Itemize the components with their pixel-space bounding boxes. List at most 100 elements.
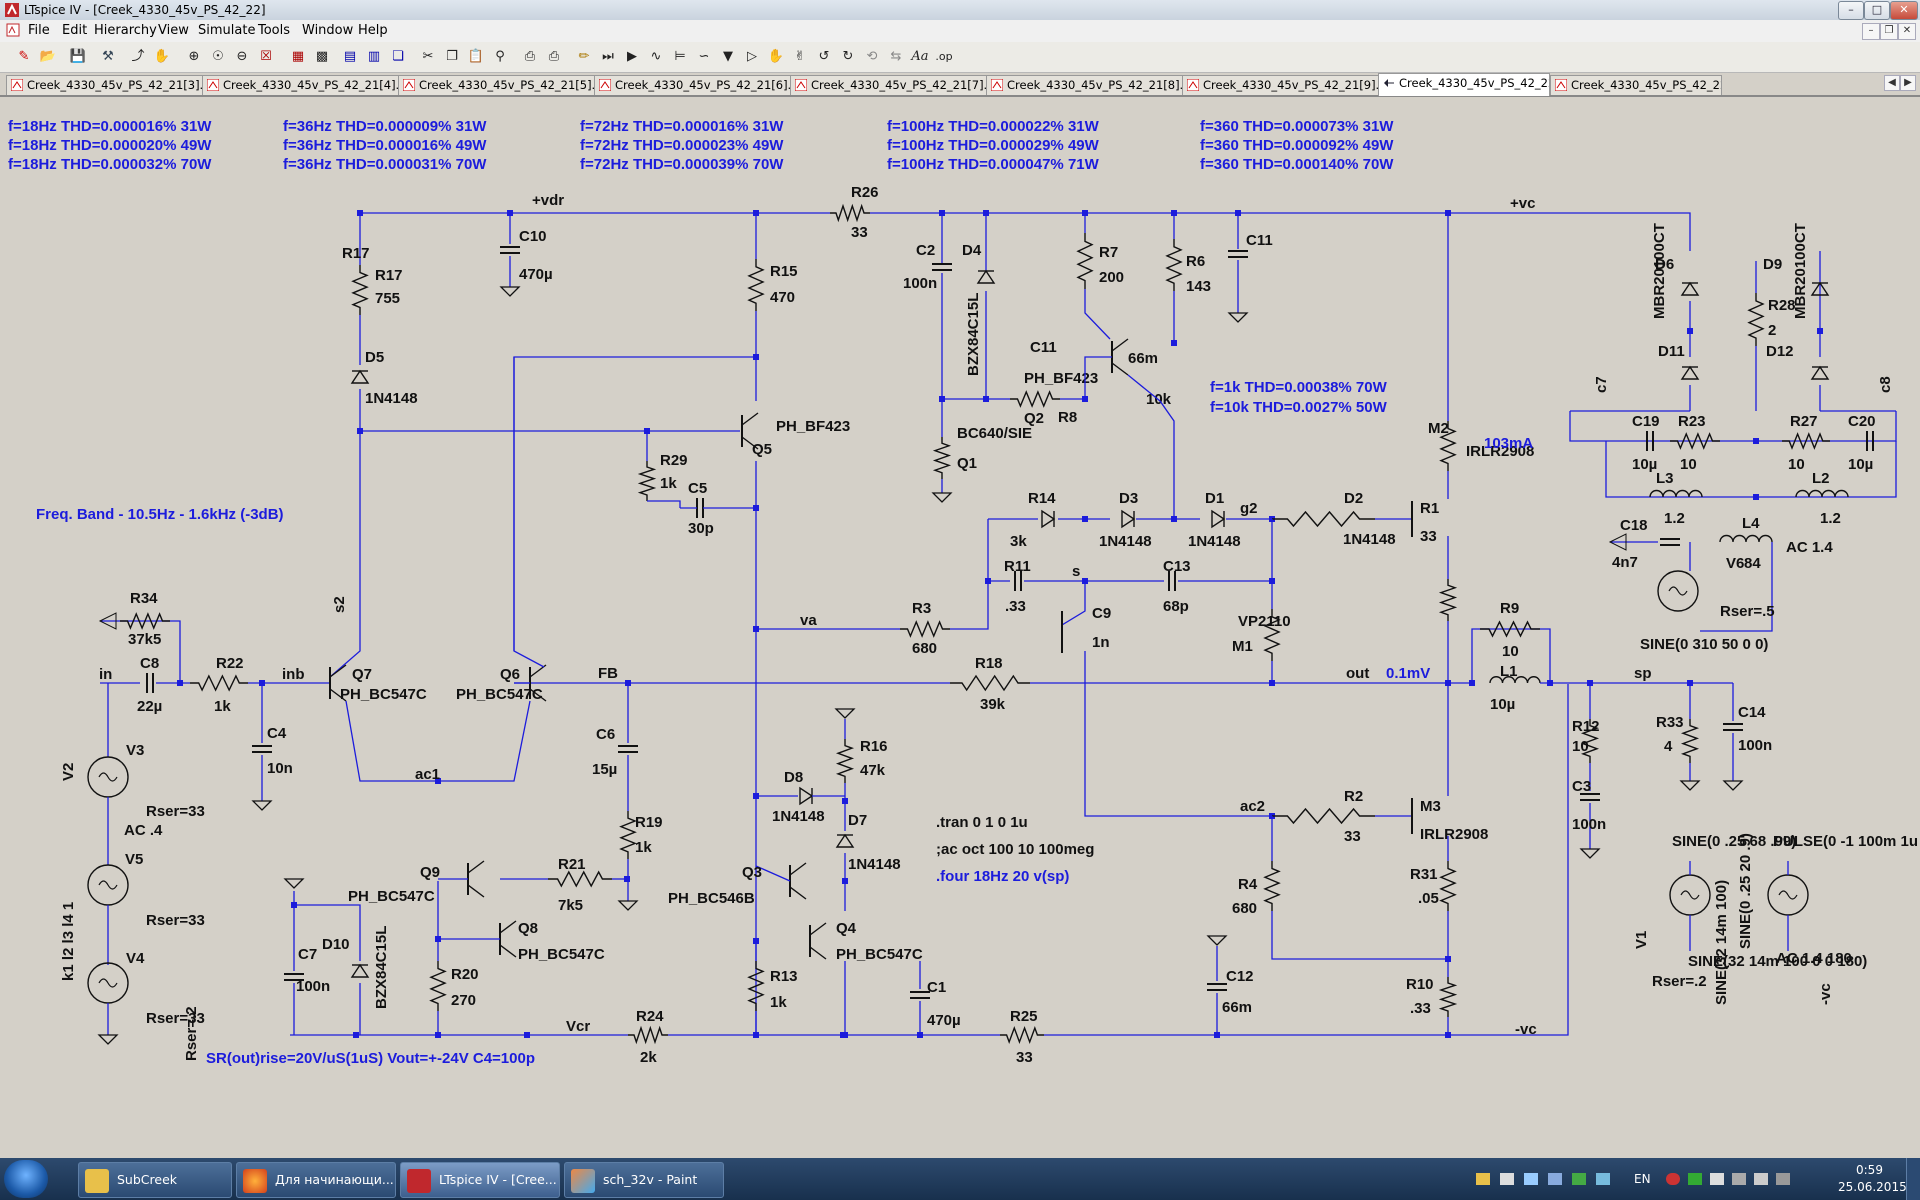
tray-folder-icon[interactable] [1476,1173,1490,1185]
paste-icon[interactable]: 📋 [467,49,485,64]
control-panel-icon[interactable]: ⚒ [102,49,114,64]
tab-scroll-left-button[interactable]: ◀ [1884,75,1900,91]
menu-view[interactable]: View [158,23,189,38]
inductor-icon[interactable]: ∽ [698,49,710,64]
tray-power-icon[interactable] [1776,1173,1790,1185]
capacitor-icon[interactable]: ⊨ [674,49,686,64]
grid-icon[interactable]: ▩ [315,49,329,64]
wire [647,500,681,508]
schematic-label: R13 [770,968,798,985]
drag-icon[interactable]: ✌ [794,49,806,64]
cascade-icon[interactable]: ❏ [392,49,404,64]
maximize-button[interactable]: □ [1864,1,1890,20]
copy-icon[interactable]: ❐ [446,49,458,64]
schematic-label: Rser=33 [146,803,205,820]
draw-wire-icon[interactable]: ✏ [578,49,590,64]
clock-date[interactable]: 25.06.2015 [1838,1180,1907,1194]
find-icon[interactable]: ⚲ [495,49,505,64]
move-icon[interactable]: ✋ [767,49,785,64]
mdi-minimize-button[interactable]: – [1862,23,1880,40]
run-icon[interactable]: ⤴ [131,49,145,64]
schematic-label: D5 [365,349,384,366]
junction [1753,494,1759,500]
undo-icon[interactable]: ↺ [818,49,830,64]
menu-edit[interactable]: Edit [62,23,88,38]
autorange-icon[interactable]: ▦ [291,49,305,64]
tile-vertical-icon[interactable]: ▥ [367,49,381,64]
menu-window[interactable]: Window [302,23,354,38]
save-icon[interactable]: 💾 [69,49,87,64]
tab-fft-9[interactable]: Creek_4330_45v_PS_42_21[9].fft [1182,75,1380,95]
tray-display-icon[interactable] [1524,1173,1538,1185]
tab-fft-4[interactable]: Creek_4330_45v_PS_42_21[4].fft [202,75,400,95]
cut-icon[interactable]: ✂ [422,49,434,64]
clock-time[interactable]: 0:59 [1856,1163,1883,1177]
tray-flag-icon[interactable] [1710,1173,1724,1185]
tab-fft-8[interactable]: Creek_4330_45v_PS_42_21[8].fft [986,75,1184,95]
tab-fft-6[interactable]: Creek_4330_45v_PS_42_21[6].fft [594,75,792,95]
tray-monitor-icon[interactable] [1596,1173,1610,1185]
rotate-icon[interactable]: ⟲ [866,49,878,64]
tab-fft-3[interactable]: Creek_4330_45v_PS_42_21[3].fft [6,75,204,95]
tab-schematic-active[interactable]: Creek_4330_45v_PS_42_22 [1378,73,1550,96]
taskbar-item-ltspice[interactable]: LTspice IV - [Cree... [400,1162,560,1198]
mdi-restore-button[interactable]: ❐ [1880,23,1898,40]
component-icon[interactable]: ▷ [747,49,757,64]
diode [1121,509,1136,529]
tray-app-icon[interactable] [1572,1173,1586,1185]
taskbar-item-paint[interactable]: sch_32v - Paint [564,1162,724,1198]
redo-icon[interactable]: ↻ [842,49,854,64]
taskbar-item-subcreek[interactable]: SubCreek [78,1162,232,1198]
ground-icon[interactable]: ⏭ [602,49,614,64]
menu-file[interactable]: File [28,23,50,38]
tab-fft-5[interactable]: Creek_4330_45v_PS_42_21[5].fft [398,75,596,95]
menu-help[interactable]: Help [358,23,388,38]
close-button[interactable]: ✕ [1890,1,1918,20]
text-icon[interactable]: Aa [911,49,929,64]
language-indicator[interactable]: EN [1634,1172,1651,1186]
show-desktop-button[interactable] [1906,1158,1920,1200]
diode-icon[interactable]: ▼ [723,49,733,64]
print-icon[interactable]: ⎙ [548,49,560,64]
thd-note: f=100Hz THD=0.000047% 71W [887,156,1100,173]
minimize-button[interactable]: – [1838,1,1864,20]
taskbar-item-firefox[interactable]: Для начинающи... [236,1162,396,1198]
tray-volume-icon[interactable] [1754,1173,1768,1185]
schematic-label: c8 [1877,376,1894,393]
resistor [628,1025,668,1045]
print-setup-icon[interactable]: ⎙ [524,49,536,64]
new-schematic-icon[interactable]: ✎ [18,49,30,64]
mirror-icon[interactable]: ⇆ [890,49,902,64]
pan-icon[interactable]: ☉ [212,49,224,64]
tab-schematic[interactable]: Creek_4330_45v_PS_42_22 [1550,75,1722,95]
halt-icon[interactable]: ✋ [153,49,171,64]
label-net-icon[interactable]: ▶ [627,49,637,64]
tray-drive-icon[interactable] [1500,1173,1514,1185]
tray-network-icon[interactable] [1548,1173,1562,1185]
tray-antivirus-icon[interactable] [1666,1173,1680,1185]
mdi-close-button[interactable]: ✕ [1898,23,1916,40]
spice-directive-icon[interactable]: .op [935,50,953,63]
start-button[interactable] [4,1160,48,1198]
zoom-in-icon[interactable]: ⊕ [188,49,200,64]
schematic-label: M3 [1420,798,1441,815]
schematic-label: D10 [322,936,350,953]
tray-battery-icon[interactable] [1688,1173,1702,1185]
menu-simulate[interactable]: Simulate [198,23,256,38]
tab-fft-7[interactable]: Creek_4330_45v_PS_42_21[7].fft [790,75,988,95]
tab-scroll-right-button[interactable]: ▶ [1900,75,1916,91]
zoom-full-icon[interactable]: ☒ [260,49,272,64]
thd-note: f=18Hz THD=0.000020% 49W [8,137,212,154]
menu-tools[interactable]: Tools [258,23,291,38]
tray-signal-icon[interactable] [1732,1173,1746,1185]
schematic-label: .05 [1418,890,1439,907]
ground-symbol [931,492,953,503]
zoom-out-icon[interactable]: ⊖ [236,49,248,64]
resistor-icon[interactable]: ∿ [650,49,662,64]
tile-horizontal-icon[interactable]: ▤ [343,49,357,64]
transistor [809,922,827,936]
open-icon[interactable]: 📂 [39,49,57,64]
diode [1680,365,1700,380]
menu-hierarchy[interactable]: Hierarchy [94,23,157,38]
